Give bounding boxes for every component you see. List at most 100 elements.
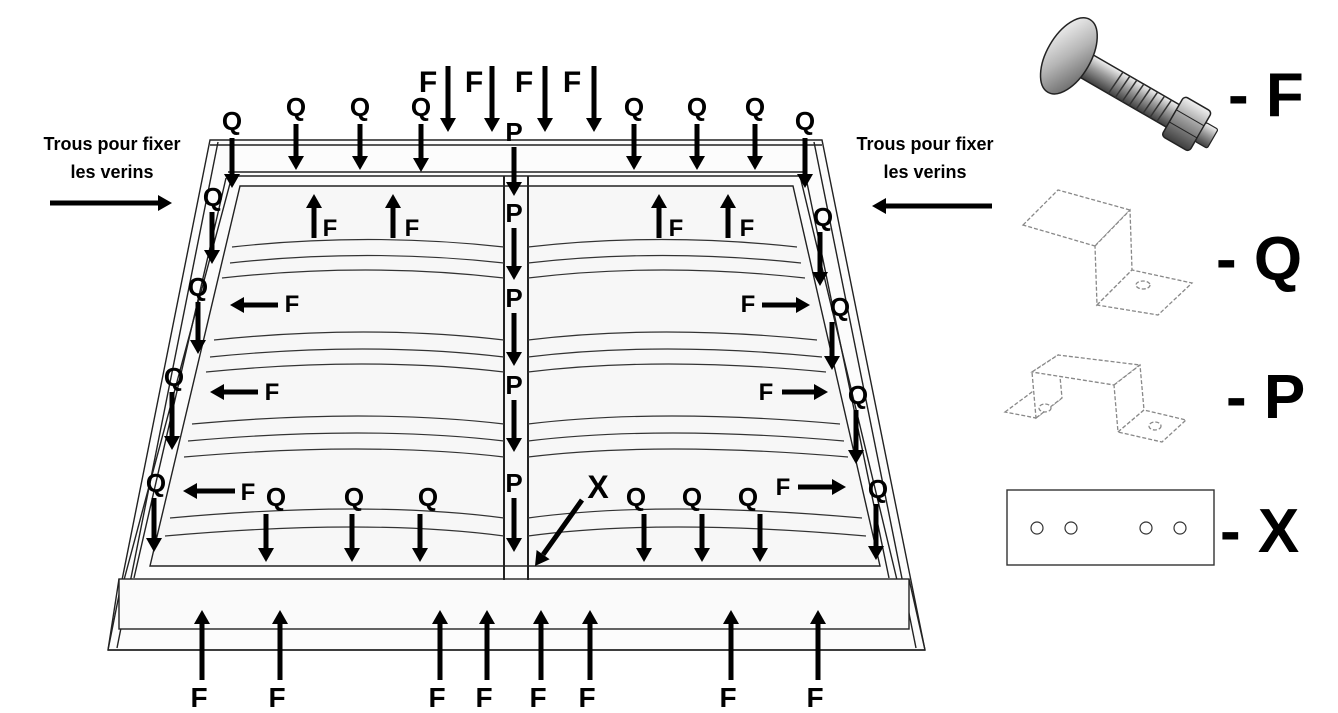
- arrow-f-inner-up-4: [720, 194, 736, 238]
- arrow-x: [535, 498, 585, 566]
- legend: - F - Q - P - X: [1003, 17, 1305, 566]
- label-q-top-7: Q: [745, 92, 765, 122]
- label-q-left-3: Q: [164, 362, 184, 392]
- arrow-q-bottom-2: [344, 514, 360, 562]
- arrow-f-left-1: [230, 297, 278, 313]
- arrow-f-top-1: [440, 66, 456, 132]
- side-note-right-line2: les verins: [883, 162, 966, 182]
- label-q-bottom-4: Q: [626, 482, 646, 512]
- arrow-q-bottom-6: [752, 514, 768, 562]
- arrow-f-top-4: [586, 66, 602, 132]
- label-q-bottom-6: Q: [738, 482, 758, 512]
- arrow-q-top-3: [352, 124, 368, 170]
- label-f-bottom-5: F: [529, 682, 546, 713]
- arrow-q-left-2: [190, 302, 206, 354]
- arrow-f-bottom-2: [272, 610, 288, 680]
- arrows-layer: [50, 66, 992, 680]
- arrow-q-top-1: [224, 138, 240, 188]
- label-f-bottom-1: F: [190, 682, 207, 713]
- label-q-top-6: Q: [687, 92, 707, 122]
- arrow-q-top-2: [288, 124, 304, 170]
- label-q-top-2: Q: [286, 92, 306, 122]
- arrow-f-bottom-3: [432, 610, 448, 680]
- label-q-left-4: Q: [146, 468, 166, 498]
- arrow-q-bottom-3: [412, 514, 428, 562]
- arrow-p-2: [506, 228, 522, 280]
- label-q-right-4: Q: [868, 474, 888, 504]
- arrow-q-bottom-1: [258, 514, 274, 562]
- side-note-right: Trous pour fixer les verins: [856, 134, 993, 182]
- z-bracket-icon: [1021, 189, 1194, 316]
- arrow-q-right-4: [868, 504, 884, 560]
- arrow-p-1: [506, 147, 522, 196]
- label-q-right-3: Q: [848, 380, 868, 410]
- arrow-q-top-5: [626, 124, 642, 170]
- side-note-left-line1: Trous pour fixer: [43, 134, 180, 154]
- arrow-p-4: [506, 400, 522, 452]
- arrow-f-top-3: [537, 66, 553, 132]
- label-f-inner-up-2: F: [405, 215, 420, 242]
- side-note-left: Trous pour fixer les verins: [43, 134, 180, 182]
- side-note-left-line2: les verins: [70, 162, 153, 182]
- arrow-q-top-8: [797, 138, 813, 188]
- label-f-inner-up-3: F: [669, 215, 684, 242]
- arrow-side-left: [50, 195, 172, 211]
- omega-bracket-icon: [1003, 353, 1188, 443]
- label-f-right-1: F: [741, 291, 756, 318]
- arrow-f-top-2: [484, 66, 500, 132]
- arrow-q-bottom-5: [694, 514, 710, 562]
- arrow-f-bottom-7: [723, 610, 739, 680]
- arrow-q-top-4: [413, 124, 429, 172]
- label-q-top-4: Q: [411, 92, 431, 122]
- carriage-bolt-icon: [1039, 17, 1219, 152]
- label-f-bottom-4: F: [475, 682, 492, 713]
- arrow-f-right-2: [782, 384, 828, 400]
- arrow-p-3: [506, 313, 522, 366]
- arrow-f-inner-up-2: [385, 194, 401, 238]
- label-q-top-1: Q: [222, 106, 242, 136]
- flat-plate-icon: [1006, 489, 1215, 566]
- label-q-right-1: Q: [813, 202, 833, 232]
- label-q-bottom-1: Q: [266, 482, 286, 512]
- label-p-2: P: [505, 198, 522, 228]
- arrow-f-bottom-1: [194, 610, 210, 680]
- arrow-side-right: [872, 198, 992, 214]
- label-f-inner-up-4: F: [740, 215, 755, 242]
- label-q-top-5: Q: [624, 92, 644, 122]
- arrow-q-left-4: [146, 498, 162, 552]
- label-p-1: P: [505, 117, 522, 147]
- label-f-top-3: F: [515, 66, 533, 99]
- arrow-q-bottom-4: [636, 514, 652, 562]
- arrow-p-5: [506, 498, 522, 552]
- slat-area: [149, 185, 881, 567]
- label-q-bottom-3: Q: [418, 482, 438, 512]
- arrow-f-bottom-6: [582, 610, 598, 680]
- arrow-q-left-3: [164, 392, 180, 450]
- label-f-left-1: F: [285, 291, 300, 318]
- label-q-left-2: Q: [188, 272, 208, 302]
- label-q-left-1: Q: [203, 182, 223, 212]
- bed-frame: [107, 139, 926, 651]
- label-q-bottom-2: Q: [344, 482, 364, 512]
- label-q-top-3: Q: [350, 92, 370, 122]
- arrow-q-top-6: [689, 124, 705, 170]
- arrow-q-left-1: [204, 212, 220, 264]
- label-f-left-2: F: [265, 379, 280, 406]
- label-f-inner-up-1: F: [323, 215, 338, 242]
- front-board: [118, 578, 910, 630]
- arrow-f-left-2: [210, 384, 258, 400]
- label-f-right-2: F: [759, 379, 774, 406]
- label-f-bottom-2: F: [268, 682, 285, 713]
- arrow-f-right-3: [798, 479, 846, 495]
- label-f-bottom-6: F: [578, 682, 595, 713]
- arrow-q-top-7: [747, 124, 763, 170]
- arrow-q-right-2: [824, 322, 840, 370]
- label-p-3: P: [505, 283, 522, 313]
- label-f-bottom-8: F: [806, 682, 823, 713]
- label-q-bottom-5: Q: [682, 482, 702, 512]
- arrow-q-right-3: [848, 410, 864, 464]
- label-f-right-3: F: [776, 474, 791, 501]
- label-f-bottom-7: F: [719, 682, 736, 713]
- arrow-f-bottom-4: [479, 610, 495, 680]
